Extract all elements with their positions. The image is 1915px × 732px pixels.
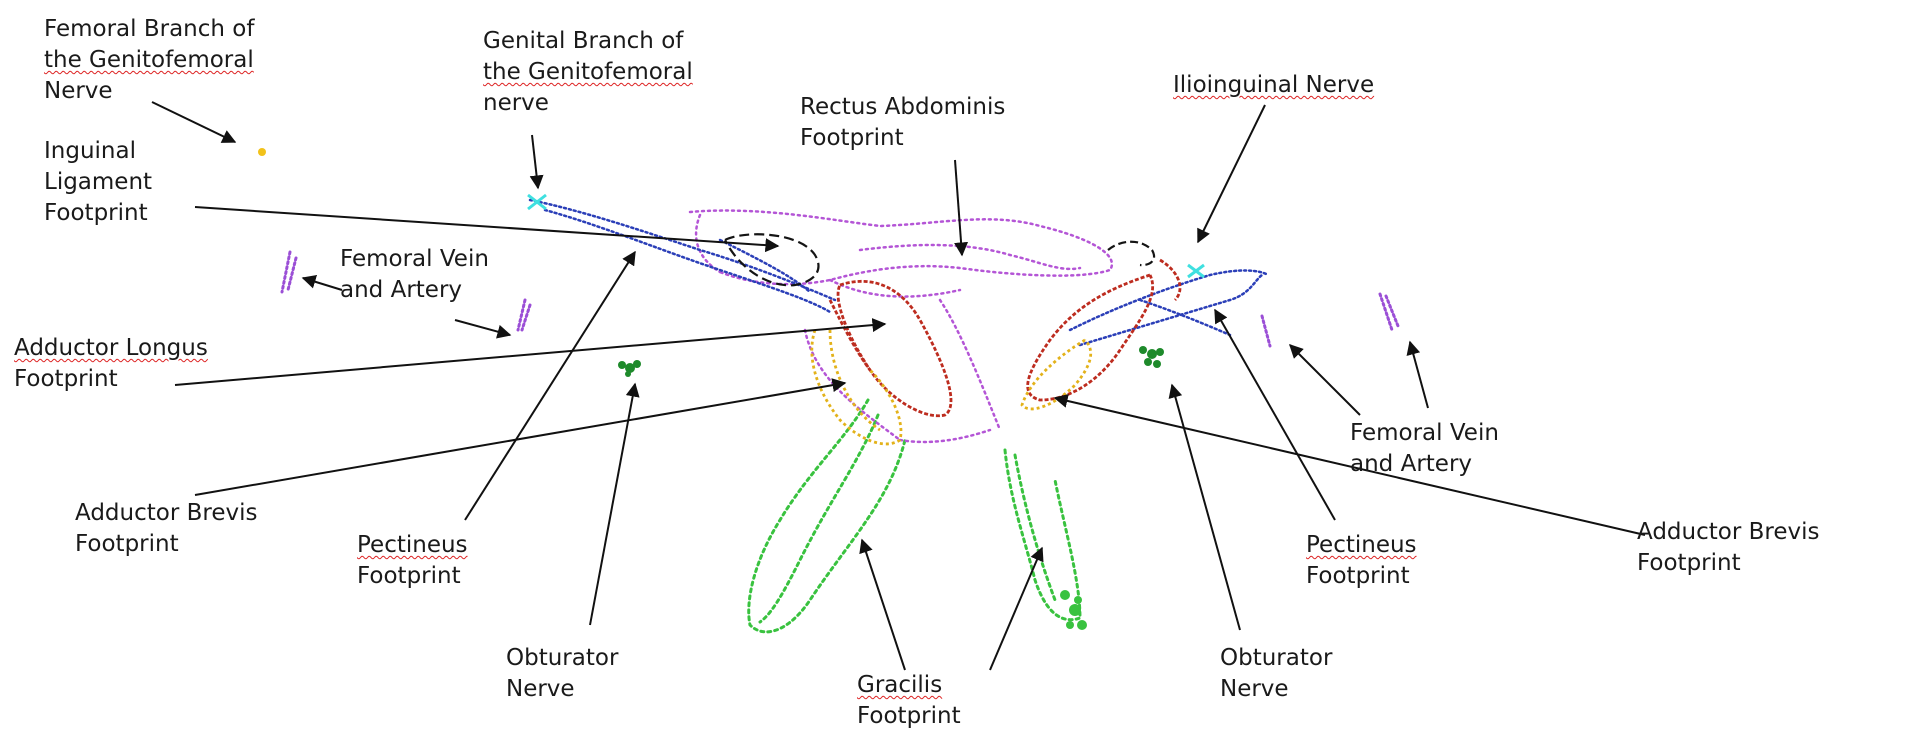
label-inguinal-ligament: Inguinal Ligament Footprint [44,136,152,229]
label-femoral-branch: Femoral Branch of the Genitofemoral Nerv… [44,14,254,107]
femoral-branch-mark [258,148,266,156]
arrow-obturator-left [590,384,635,625]
label-pectineus-left: Pectineus Footprint [357,530,468,592]
label-gracilis: Gracilis Footprint [857,670,961,732]
label-femoral-vein-right: Femoral Vein and Artery [1350,418,1499,480]
label-rectus-abdominis: Rectus Abdominis Footprint [800,92,1005,154]
arrow-pectineus-right [1215,310,1335,520]
arrow-gracilis-left [862,540,905,670]
label-adductor-brevis-right: Adductor Brevis Footprint [1637,517,1819,579]
obturator-nerve-right-marks [1139,346,1164,368]
label-pectineus-right: Pectineus Footprint [1306,530,1417,592]
arrow-ilioinguinal [1198,105,1265,242]
arrow-adductor-longus [175,324,885,385]
arrow-femoral-vein-left-1 [303,278,342,290]
arrow-pectineus-left [465,252,635,520]
arrow-rectus [955,160,962,255]
arrow-genital-branch [532,135,538,188]
label-genital-branch: Genital Branch of the Genitofemoral nerv… [483,26,693,119]
arrow-obturator-right [1172,385,1240,630]
label-adductor-brevis-left: Adductor Brevis Footprint [75,498,257,560]
arrow-gracilis-right [990,548,1042,670]
adductor-longus-footprint-right [1028,260,1180,400]
arrow-femoral-vein-right-1 [1290,345,1360,415]
gracilis-footprint [749,400,1080,632]
label-obturator-left: Obturator Nerve [506,643,618,705]
arrow-femoral-vein-left-2 [455,320,510,335]
label-obturator-right: Obturator Nerve [1220,643,1332,705]
label-femoral-vein-left: Femoral Vein and Artery [340,244,489,306]
inguinal-ligament-footprint-right [1108,242,1154,265]
pectineus-footprint-left [530,200,835,312]
arrow-femoral-vein-right-2 [1410,342,1428,408]
arrow-adductor-brevis-left [195,383,845,495]
gracilis-dense-cluster [1060,590,1087,630]
obturator-nerve-left-marks [618,360,641,377]
pectineus-footprint-right [1070,270,1268,345]
label-ilioinguinal-nerve: Ilioinguinal Nerve [1173,70,1374,101]
arrow-femoral-branch [152,102,235,142]
label-adductor-longus: Adductor Longus Footprint [14,333,208,395]
